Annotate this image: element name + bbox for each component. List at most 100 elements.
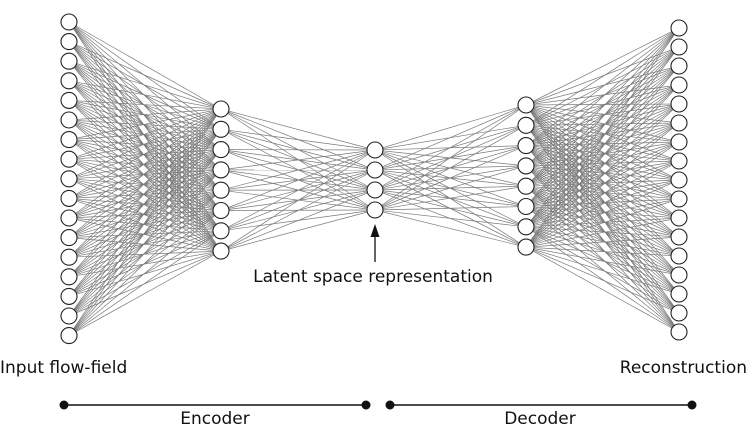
edge-decoder-hidden-0-to-output-14 bbox=[525, 104, 680, 295]
input-node-2 bbox=[60, 52, 78, 70]
edge-decoder-hidden-1-to-output-4 bbox=[525, 103, 680, 126]
edge-decoder-hidden-5-to-output-10 bbox=[525, 206, 680, 219]
input-node-1 bbox=[60, 33, 78, 51]
latent-arrow bbox=[370, 224, 380, 262]
output-node-14 bbox=[670, 285, 688, 303]
edge-decoder-hidden-6-to-output-1 bbox=[525, 46, 680, 228]
edge-input-11-to-encoder-hidden-0 bbox=[68, 108, 222, 238]
edge-decoder-hidden-5-to-output-9 bbox=[525, 198, 680, 207]
edge-encoder-hidden-6-to-latent-0 bbox=[220, 149, 376, 232]
latent-node-2 bbox=[366, 181, 384, 199]
edge-decoder-hidden-3-to-output-1 bbox=[525, 46, 680, 167]
edge-input-13-to-encoder-hidden-0 bbox=[68, 108, 222, 278]
edge-encoder-hidden-3-to-latent-0 bbox=[220, 149, 376, 171]
edge-decoder-hidden-1-to-output-9 bbox=[525, 124, 680, 200]
input-node-4 bbox=[60, 91, 78, 109]
decoder-hidden-node-0 bbox=[517, 96, 535, 114]
edge-encoder-hidden-4-to-latent-0 bbox=[220, 149, 376, 191]
decoder-hidden-node-2 bbox=[517, 137, 535, 155]
edge-decoder-hidden-7-to-output-16 bbox=[525, 246, 680, 333]
edge-input-16-to-encoder-hidden-1 bbox=[68, 129, 222, 336]
edge-input-3-to-encoder-hidden-0 bbox=[68, 80, 222, 110]
edge-input-1-to-encoder-hidden-0 bbox=[68, 41, 222, 110]
edge-decoder-hidden-7-to-output-4 bbox=[525, 103, 680, 248]
edge-input-2-to-encoder-hidden-0 bbox=[68, 60, 222, 110]
edge-encoder-hidden-5-to-latent-0 bbox=[220, 149, 376, 211]
input-node-11 bbox=[60, 229, 78, 247]
decoder-label: Decoder bbox=[504, 409, 576, 427]
edge-input-4-to-encoder-hidden-0 bbox=[68, 100, 222, 110]
edge-decoder-hidden-4-to-output-15 bbox=[525, 185, 680, 314]
output-node-1 bbox=[670, 38, 688, 56]
edge-decoder-hidden-7-to-output-8 bbox=[525, 179, 680, 248]
edge-decoder-hidden-2-to-output-12 bbox=[525, 145, 680, 257]
edge-decoder-hidden-1-to-output-13 bbox=[525, 125, 680, 276]
edge-decoder-hidden-7-to-output-1 bbox=[525, 46, 680, 248]
encoder-hidden-node-6 bbox=[212, 222, 230, 240]
edge-decoder-hidden-5-to-output-4 bbox=[525, 103, 680, 207]
edge-decoder-hidden-6-to-output-9 bbox=[525, 198, 680, 228]
edge-decoder-hidden-0-to-output-15 bbox=[525, 104, 680, 314]
edge-latent-0-to-decoder-hidden-0 bbox=[374, 104, 527, 151]
edge-decoder-hidden-4-to-output-14 bbox=[525, 185, 680, 295]
edge-decoder-hidden-0-to-output-6 bbox=[525, 104, 680, 143]
input-node-3 bbox=[60, 72, 78, 90]
edge-decoder-hidden-3-to-output-12 bbox=[525, 165, 680, 257]
edge-decoder-hidden-1-to-output-8 bbox=[525, 124, 680, 181]
output-node-10 bbox=[670, 209, 688, 227]
output-node-4 bbox=[670, 95, 688, 113]
edge-decoder-hidden-2-to-output-10 bbox=[525, 145, 680, 219]
edge-input-16-to-encoder-hidden-6 bbox=[68, 230, 222, 336]
output-node-8 bbox=[670, 171, 688, 189]
edge-decoder-hidden-5-to-output-1 bbox=[525, 46, 680, 207]
edge-input-15-to-encoder-hidden-0 bbox=[68, 108, 222, 317]
edge-decoder-hidden-3-to-output-10 bbox=[525, 165, 680, 219]
edge-decoder-hidden-5-to-output-5 bbox=[525, 122, 680, 207]
edge-decoder-hidden-0-to-output-10 bbox=[525, 104, 680, 219]
input-node-7 bbox=[60, 150, 78, 168]
encoder-hidden-node-0 bbox=[212, 100, 230, 118]
edge-decoder-hidden-6-to-output-5 bbox=[525, 122, 680, 228]
reconstruction-label: Reconstruction bbox=[620, 358, 747, 378]
edge-decoder-hidden-7-to-output-5 bbox=[525, 122, 680, 248]
edge-decoder-hidden-5-to-output-11 bbox=[525, 206, 680, 238]
edge-encoder-hidden-0-to-latent-0 bbox=[220, 108, 376, 151]
edge-latent-3-to-decoder-hidden-5 bbox=[374, 206, 527, 211]
edge-decoder-hidden-5-to-output-13 bbox=[525, 206, 680, 276]
encoder-hidden-node-1 bbox=[212, 120, 230, 138]
edge-decoder-hidden-3-to-output-14 bbox=[525, 165, 680, 295]
output-node-11 bbox=[670, 228, 688, 246]
edge-encoder-hidden-7-to-latent-1 bbox=[220, 169, 376, 252]
edge-latent-3-to-decoder-hidden-4 bbox=[374, 185, 527, 211]
edge-decoder-hidden-0-to-output-7 bbox=[525, 104, 680, 162]
edge-latent-3-to-decoder-hidden-7 bbox=[374, 209, 527, 248]
edge-decoder-hidden-4-to-output-1 bbox=[525, 46, 680, 187]
edge-input-12-to-encoder-hidden-0 bbox=[68, 108, 222, 258]
edge-decoder-hidden-2-to-output-8 bbox=[525, 145, 680, 181]
edge-decoder-hidden-7-to-output-7 bbox=[525, 160, 680, 248]
edge-decoder-hidden-5-to-output-7 bbox=[525, 160, 680, 207]
output-node-9 bbox=[670, 190, 688, 208]
edge-decoder-hidden-1-to-output-6 bbox=[525, 124, 680, 143]
input-node-16 bbox=[60, 327, 78, 345]
edge-decoder-hidden-7-to-output-6 bbox=[525, 141, 680, 248]
edge-decoder-hidden-2-to-output-2 bbox=[525, 65, 680, 146]
decoder-hidden-node-7 bbox=[517, 238, 535, 256]
edge-decoder-hidden-0-to-output-2 bbox=[525, 65, 680, 106]
edge-decoder-hidden-7-to-output-9 bbox=[525, 198, 680, 248]
output-node-5 bbox=[670, 114, 688, 132]
edge-decoder-hidden-5-to-output-3 bbox=[525, 84, 680, 207]
edge-decoder-hidden-4-to-output-13 bbox=[525, 185, 680, 276]
edge-decoder-hidden-2-to-output-5 bbox=[525, 122, 680, 146]
edge-encoder-hidden-7-to-latent-3 bbox=[220, 209, 376, 252]
edge-input-16-to-encoder-hidden-0 bbox=[68, 108, 222, 336]
edge-decoder-hidden-4-to-output-9 bbox=[525, 185, 680, 200]
edge-decoder-hidden-5-to-output-15 bbox=[525, 206, 680, 314]
input-flow-field-label: Input flow-field bbox=[0, 358, 127, 378]
edge-latent-1-to-decoder-hidden-0 bbox=[374, 104, 527, 171]
edge-input-5-to-encoder-hidden-0 bbox=[68, 108, 222, 121]
edge-input-16-to-encoder-hidden-2 bbox=[68, 149, 222, 336]
edge-decoder-hidden-6-to-output-4 bbox=[525, 103, 680, 228]
edge-encoder-hidden-7-to-latent-0 bbox=[220, 149, 376, 252]
